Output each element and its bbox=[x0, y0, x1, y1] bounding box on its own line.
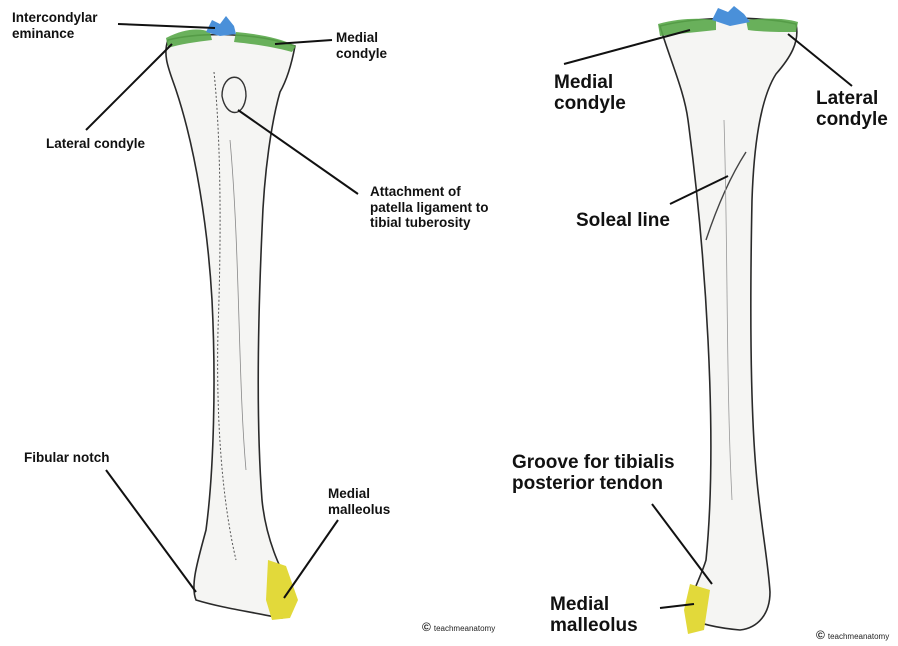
label-medial-condyle-left: Medial condyle bbox=[336, 30, 387, 61]
leader-fibular-notch bbox=[106, 470, 196, 592]
watermark-left: ©teachmeanatomy bbox=[422, 620, 495, 634]
label-patella-attachment: Attachment of patella ligament to tibial… bbox=[370, 184, 489, 231]
anterior-tibia-bone bbox=[166, 35, 295, 618]
leader-groove-tibialis bbox=[652, 504, 712, 584]
label-medial-malleolus-left: Medial malleolus bbox=[328, 486, 390, 517]
anterior-eminence-blue bbox=[206, 16, 236, 36]
leader-lateral-condyle-left bbox=[86, 44, 172, 130]
copyright-icon: © bbox=[422, 620, 431, 634]
watermark-right: ©teachmeanatomy bbox=[816, 628, 889, 642]
watermark-text-right: teachmeanatomy bbox=[828, 632, 889, 641]
label-intercondylar-eminance: Intercondylar eminance bbox=[12, 10, 98, 41]
label-lateral-condyle-left: Lateral condyle bbox=[46, 136, 145, 152]
watermark-text-left: teachmeanatomy bbox=[434, 624, 495, 633]
label-medial-malleolus-right: Medial malleolus bbox=[550, 594, 638, 637]
anterior-tibia bbox=[166, 16, 298, 620]
label-fibular-notch: Fibular notch bbox=[24, 450, 110, 466]
posterior-malleolus-yellow bbox=[684, 584, 710, 634]
leader-intercondylar bbox=[118, 24, 215, 28]
label-groove-tibialis: Groove for tibialis posterior tendon bbox=[512, 452, 675, 495]
label-lateral-condyle-right: Lateral condyle bbox=[816, 88, 888, 131]
copyright-icon: © bbox=[816, 628, 825, 642]
leader-lateral-condyle-right bbox=[788, 34, 852, 86]
leader-medial-malleolus-left bbox=[284, 520, 338, 598]
label-soleal-line: Soleal line bbox=[576, 210, 670, 231]
posterior-tibia-bone bbox=[660, 18, 797, 630]
anterior-malleolus-yellow bbox=[266, 560, 298, 620]
label-medial-condyle-right: Medial condyle bbox=[554, 72, 626, 115]
